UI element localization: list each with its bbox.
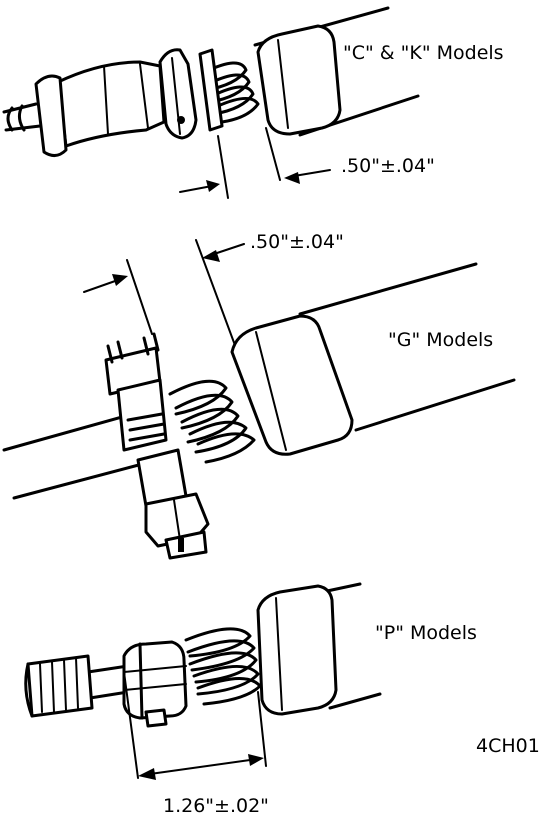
g-dimension-text: .50"±.04" bbox=[250, 231, 344, 253]
ck-nut-bolt bbox=[177, 116, 185, 124]
p-ext-line-left bbox=[123, 671, 139, 779]
ck-arrow-right-shaft bbox=[293, 169, 331, 177]
ck-washer bbox=[198, 48, 224, 132]
p-spline-end-cap bbox=[24, 662, 34, 718]
p-shaft-top bbox=[86, 664, 130, 674]
ck-ext-line-left bbox=[217, 135, 229, 199]
g-arrow-right-head bbox=[202, 250, 220, 262]
ck-bearing-boot bbox=[256, 24, 342, 136]
p-boot-line bbox=[275, 597, 283, 711]
ck-arrow-left-head bbox=[206, 180, 220, 192]
g-arrow-right-shaft bbox=[213, 243, 245, 255]
g-ext-line-left bbox=[126, 259, 153, 335]
g-models-label: "G" Models bbox=[388, 329, 493, 351]
ck-stub-end2 bbox=[17, 104, 26, 132]
g-arrow-left-head bbox=[112, 274, 128, 286]
g-shaft-bottom-left bbox=[12, 460, 152, 500]
p-tube-bottom-line bbox=[328, 692, 382, 710]
g-bolt-shank-top bbox=[116, 378, 168, 452]
ck-boot-line bbox=[277, 39, 289, 129]
p-shaft-bottom bbox=[88, 690, 130, 700]
g-tube-bottom-line bbox=[354, 378, 516, 432]
ck-yoke-line bbox=[103, 65, 109, 135]
g-arrow-left-shaft bbox=[83, 279, 119, 293]
ck-clamp-nut bbox=[158, 48, 198, 140]
g-cotter bbox=[178, 538, 184, 552]
g-shaft-top-left bbox=[2, 410, 142, 452]
figure-code-label: 4CH01 bbox=[476, 735, 540, 757]
p-dimension-lines bbox=[123, 671, 267, 780]
p-splined-end bbox=[26, 654, 94, 718]
g-tube-top-line bbox=[298, 262, 478, 316]
ck-dimension-lines bbox=[179, 127, 331, 199]
g-nut-edge bbox=[173, 499, 181, 541]
ck-yoke-body bbox=[56, 60, 166, 148]
g-models-assembly bbox=[2, 262, 516, 560]
p-arrow-right-head bbox=[248, 754, 264, 766]
p-spring bbox=[184, 627, 262, 706]
ck-yoke-line2 bbox=[139, 63, 149, 129]
ck-stub-end bbox=[6, 106, 14, 132]
p-clamp-line bbox=[138, 642, 144, 720]
p-models-assembly bbox=[24, 582, 382, 728]
p-bearing-boot bbox=[256, 584, 338, 716]
ck-dimension-text: .50"±.04" bbox=[341, 155, 435, 177]
p-clamp-block bbox=[122, 640, 188, 720]
ck-models-assembly bbox=[2, 6, 420, 157]
ck-arrow-right-head bbox=[284, 172, 300, 184]
ck-flange bbox=[34, 74, 68, 157]
g-bolt-tabs bbox=[106, 332, 160, 364]
g-nut-end bbox=[164, 530, 208, 560]
p-bolt bbox=[144, 708, 168, 728]
ck-models-label: "C" & "K" Models bbox=[343, 42, 504, 64]
p-arrow-left-head bbox=[138, 768, 156, 780]
p-clamp-bands bbox=[123, 665, 187, 691]
ck-spring bbox=[203, 61, 260, 124]
ck-arrow-left-shaft bbox=[179, 185, 213, 193]
g-dimension-lines bbox=[83, 239, 245, 349]
p-ext-line-right bbox=[257, 691, 267, 767]
p-dimension-text: 1.26"±.02" bbox=[163, 795, 269, 817]
p-splines bbox=[39, 657, 79, 713]
g-spring bbox=[168, 379, 256, 464]
g-boot-line bbox=[255, 331, 287, 451]
p-models-label: "P" Models bbox=[375, 622, 477, 644]
p-dim-line bbox=[149, 759, 251, 775]
g-bolt-threads bbox=[126, 412, 166, 442]
g-bearing-boot bbox=[230, 314, 354, 456]
ck-ext-line-right bbox=[265, 127, 281, 181]
